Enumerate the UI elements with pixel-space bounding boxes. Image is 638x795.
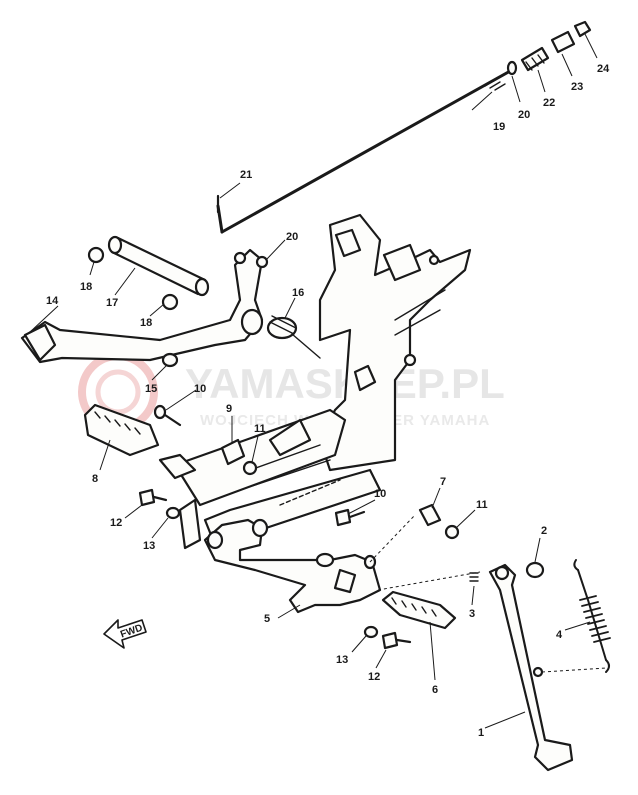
- footrest-right: [381, 590, 457, 630]
- stand-bracket: [203, 518, 382, 614]
- stand-spring: [573, 559, 611, 673]
- leader-lines: [29, 33, 607, 729]
- mid-fasteners: [220, 418, 312, 476]
- callout-16: 16: [292, 287, 304, 299]
- callout-23: 23: [571, 81, 583, 93]
- shift-rod: [216, 68, 514, 234]
- callout-20-mid: 20: [286, 231, 298, 243]
- callout-12-left: 12: [110, 517, 122, 529]
- callout-8: 8: [92, 473, 98, 485]
- callout-17: 17: [106, 297, 118, 309]
- rod-end-parts: [506, 20, 592, 76]
- callout-21: 21: [240, 169, 252, 181]
- callout-7: 7: [440, 476, 446, 488]
- callout-19: 19: [493, 121, 505, 133]
- callout-6: 6: [432, 684, 438, 696]
- callout-10-left: 10: [194, 383, 206, 395]
- callout-15: 15: [145, 383, 157, 395]
- callout-18-top: 18: [80, 281, 92, 293]
- callout-13-right: 13: [336, 654, 348, 666]
- callout-labels: 1 2 3 4 5 6 7 8 9 10 10 11 11 12 12 13 1…: [46, 63, 610, 739]
- callout-18-bottom: 18: [140, 317, 152, 329]
- callout-24: 24: [597, 63, 610, 75]
- right-fasteners: [418, 503, 460, 540]
- callout-20-top: 20: [518, 109, 530, 121]
- bolt-12-right: [363, 625, 412, 650]
- forward-direction-marker: FWD: [103, 619, 147, 649]
- small-fasteners: [87, 194, 269, 368]
- callout-2: 2: [541, 525, 547, 537]
- arrow-left-icon: [103, 619, 147, 649]
- callout-3: 3: [469, 608, 475, 620]
- callout-11-left: 11: [254, 423, 266, 435]
- side-stand: [469, 561, 574, 772]
- callout-1: 1: [478, 727, 484, 739]
- fwd-label: FWD: [119, 623, 144, 641]
- bolt-10-right: [334, 508, 366, 527]
- bolt-12-left: [138, 488, 181, 520]
- callout-12-right: 12: [368, 671, 380, 683]
- return-spring: [266, 315, 321, 359]
- callout-11-right: 11: [476, 499, 488, 511]
- callout-14: 14: [46, 295, 59, 307]
- callout-13-left: 13: [143, 540, 155, 552]
- callout-9: 9: [226, 403, 232, 415]
- callout-10-right: 10: [374, 488, 386, 500]
- pivot-shaft: [107, 235, 210, 297]
- callout-22: 22: [543, 97, 555, 109]
- callout-5: 5: [264, 613, 270, 625]
- footrest-left: [83, 403, 197, 480]
- callout-4: 4: [556, 629, 563, 641]
